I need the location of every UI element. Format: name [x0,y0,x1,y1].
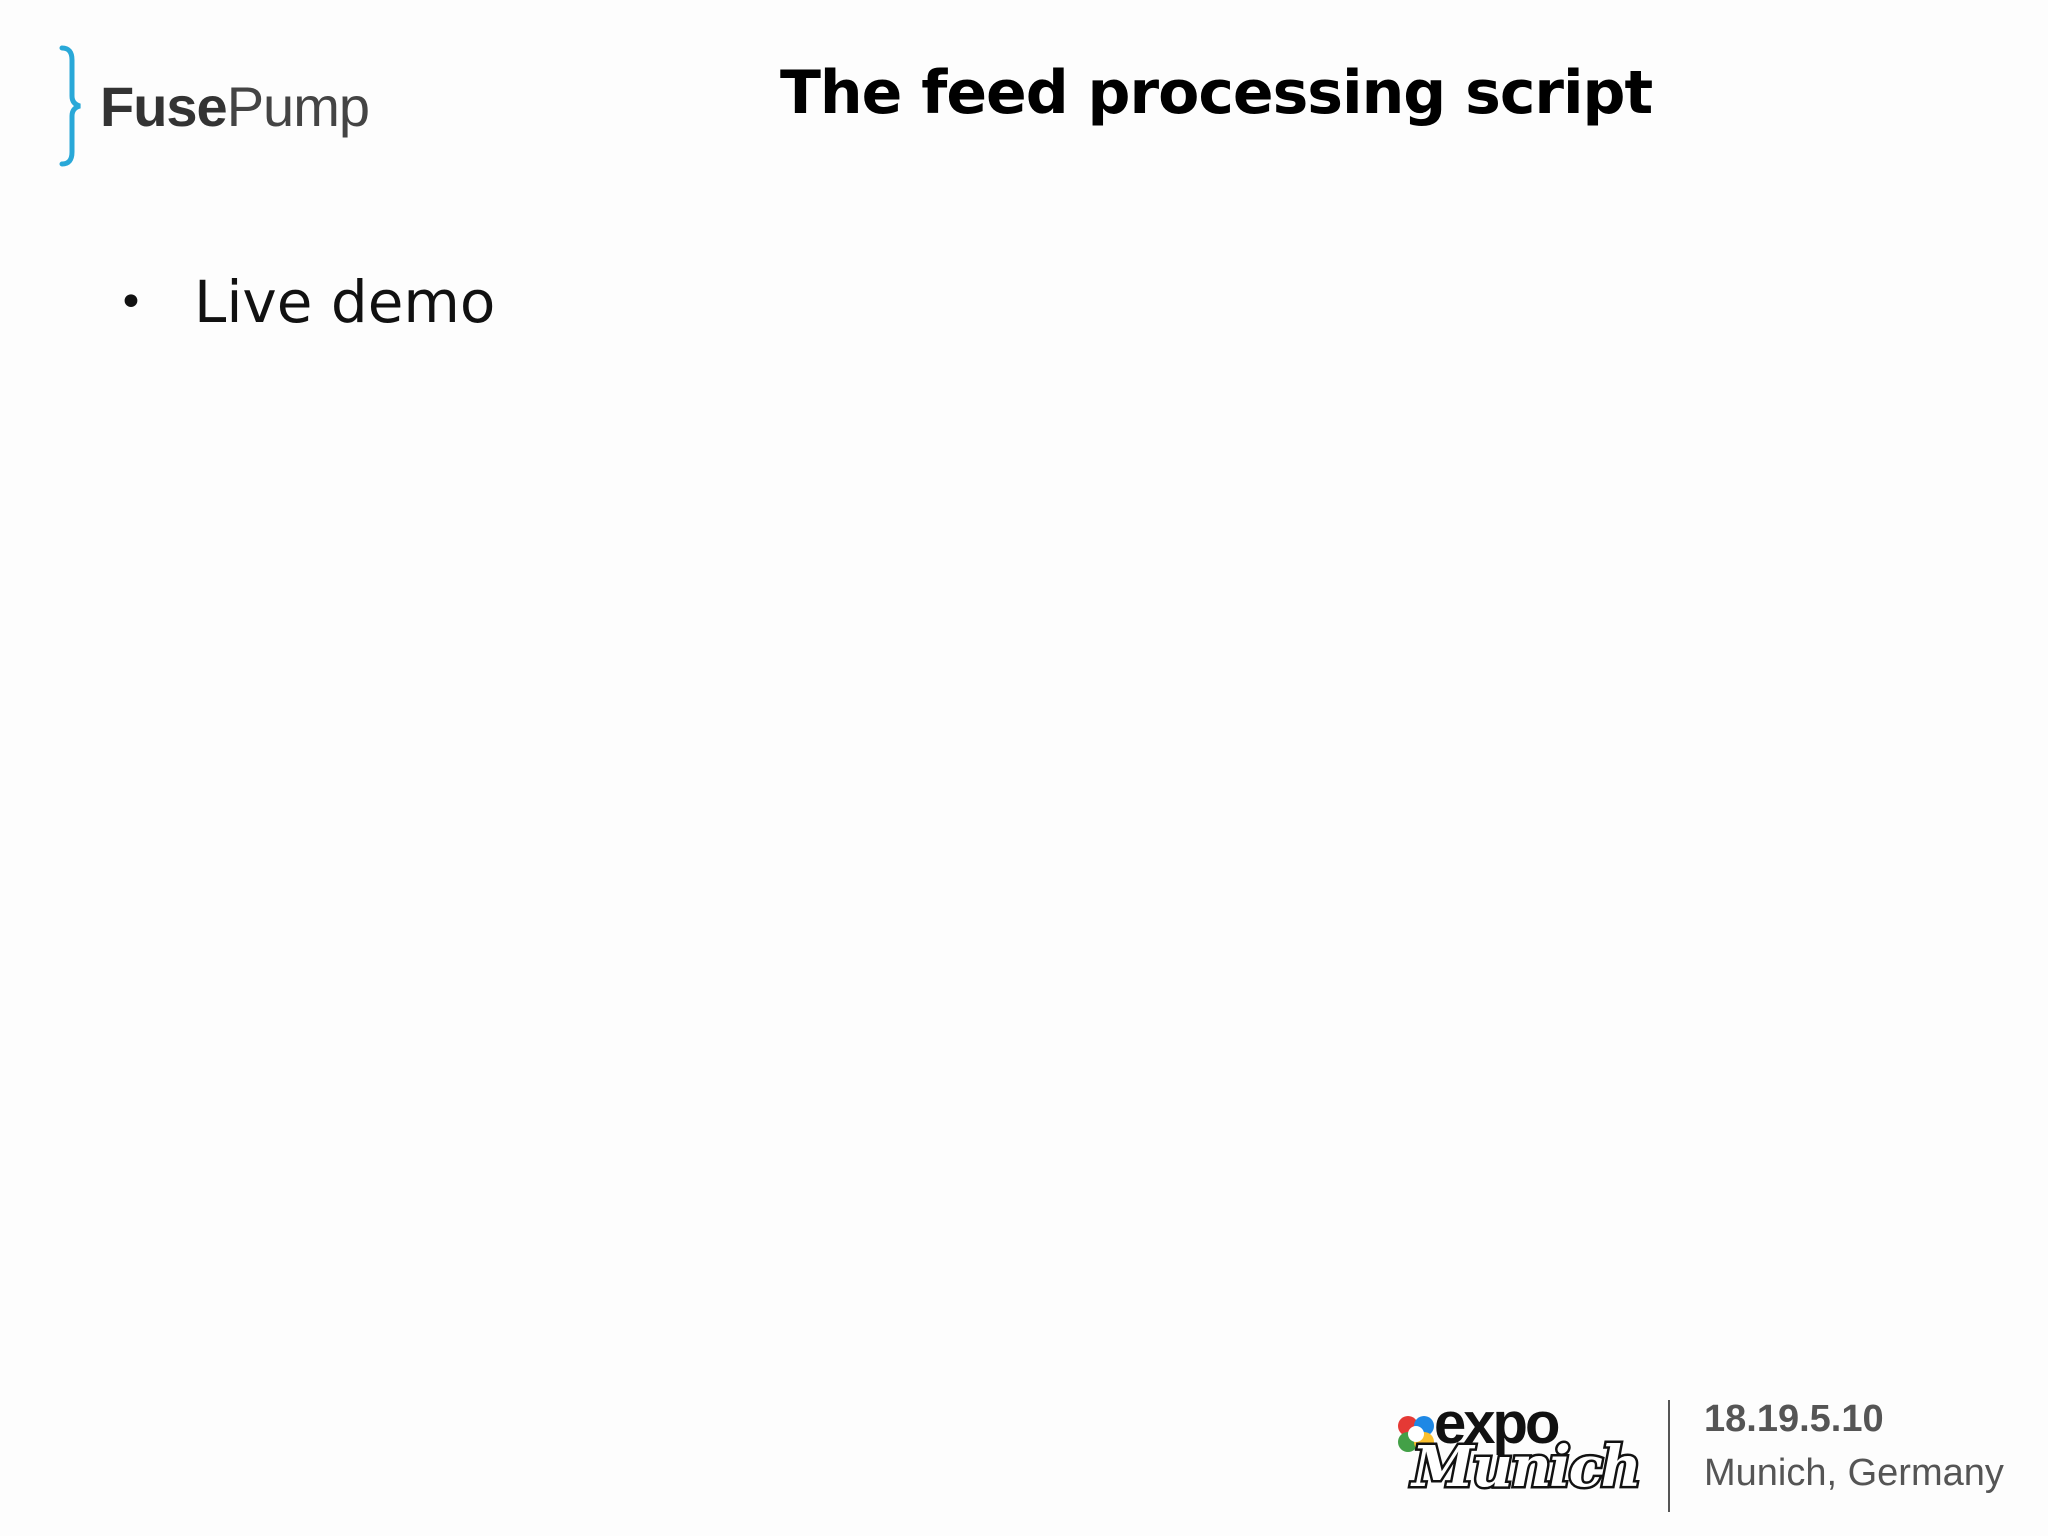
munich-text: Munich [1410,1432,1645,1503]
event-date: 18.19.5.10 [1704,1398,1884,1440]
logo-wordmark-bold: Fuse [100,75,228,138]
logo-wordmark: FusePump [100,74,370,139]
bullet-list: • Live demo [118,262,495,342]
colorful-ring-icon [1398,1416,1434,1452]
footer-divider [1668,1400,1670,1512]
expo-text: expo [1434,1391,1560,1456]
event-location: Munich, Germany [1704,1452,2004,1494]
curly-bracket-icon [59,45,81,167]
bullet-dot-icon: • [118,276,144,328]
bullet-text: Live demo [194,268,496,336]
event-footer: expo Munich 18.19.5.10 Munich, Germany [1390,1390,2030,1520]
logo-wordmark-light: Pump [226,75,370,138]
bullet-item: • Live demo [118,262,495,342]
fusepump-logo: FusePump [58,44,398,168]
slide-title: The feed processing script [780,58,1653,128]
expo-munich-logo: expo Munich [1390,1390,1644,1520]
